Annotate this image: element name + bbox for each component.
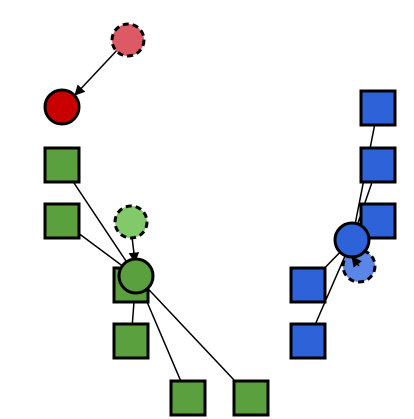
- red-solid-circle: [43, 88, 81, 126]
- green-ghost-circle: [113, 204, 149, 240]
- blue-move-arrow: [351, 256, 362, 268]
- green-square-2: [43, 202, 81, 240]
- green-square-6: [232, 379, 270, 417]
- red-ghost-circle: [110, 22, 146, 58]
- green-square-5: [169, 379, 207, 417]
- green-square-1: [43, 146, 81, 184]
- blue-solid-circle: [333, 221, 371, 259]
- red-move-arrow: [74, 45, 122, 96]
- green-solid-circle: [117, 257, 155, 295]
- green-group: [43, 146, 270, 417]
- blue-square-5: [289, 322, 327, 360]
- blue-square-1: [359, 89, 397, 127]
- blue-square-2: [359, 146, 397, 184]
- red-group: [43, 22, 146, 126]
- green-square-4: [112, 322, 150, 360]
- green-link-5: [135, 275, 252, 399]
- blue-square-4: [289, 266, 327, 304]
- blue-group: [289, 89, 397, 360]
- connector-lines: [61, 107, 379, 399]
